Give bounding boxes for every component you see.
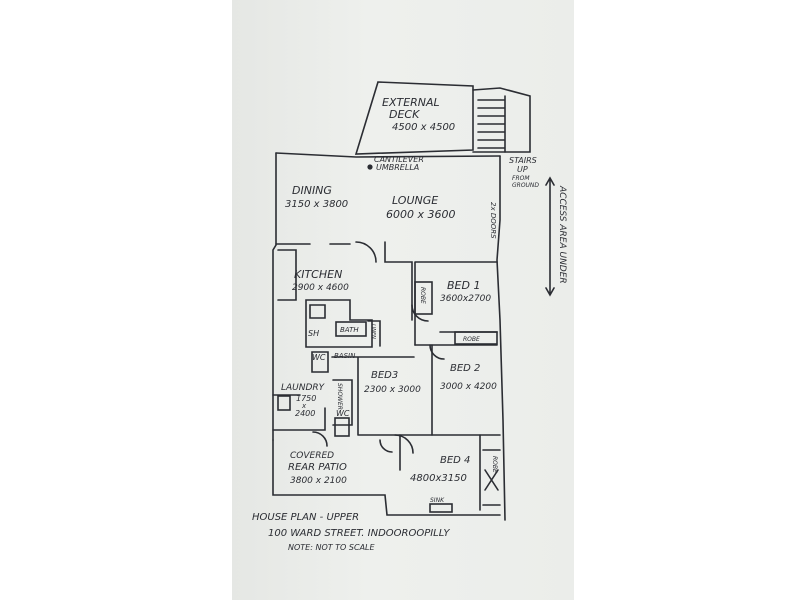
linen-cupboard xyxy=(367,320,381,347)
sink-label: SINK xyxy=(430,497,445,504)
deck-name: EXTERNAL xyxy=(382,96,440,109)
plan-note: NOTE: NOT TO SCALE xyxy=(288,543,375,552)
stairs-label: STAIRS xyxy=(509,156,537,165)
linen-label: LINEN xyxy=(370,324,376,339)
wc-pan xyxy=(334,417,350,437)
deck-dims: 4500 x 4500 xyxy=(392,122,455,133)
basin-label: BASIN xyxy=(334,352,356,360)
stairs-ground-label: GROUND xyxy=(512,182,539,189)
access-label: ACCESS AREA UNDER xyxy=(557,185,567,284)
bed2-dims: 3000 x 4200 xyxy=(440,382,497,392)
bed1-dims: 3600x2700 xyxy=(440,294,491,304)
kitchen-dims: 2900 x 4600 xyxy=(292,283,349,293)
lounge-name: LOUNGE xyxy=(392,194,438,207)
patio-name-line2: REAR PATIO xyxy=(288,462,347,473)
door-swings xyxy=(312,241,445,454)
dining-dims: 3150 x 3800 xyxy=(285,199,348,210)
bed4-name: BED 4 xyxy=(440,455,470,466)
bed1-robe xyxy=(414,281,433,315)
access-arrow xyxy=(545,176,555,297)
stairs-from-label: FROM xyxy=(512,175,530,182)
bed1-name: BED 1 xyxy=(447,279,480,292)
stairs-outline xyxy=(472,87,531,153)
hall-wall xyxy=(384,241,413,321)
bath-label: BATH xyxy=(340,326,359,334)
laundry-dims1: 1750 xyxy=(296,394,316,403)
shower-vert-label: SHOWER xyxy=(336,383,343,410)
wc-upper-label: WC xyxy=(312,353,326,362)
laundry-dims2: 2400 xyxy=(295,409,315,418)
stairs-up-label: UP xyxy=(517,165,528,174)
stairs-treads xyxy=(477,95,506,153)
bath-block xyxy=(305,299,373,348)
deck-outline xyxy=(354,81,474,155)
outer-wall-right xyxy=(496,155,506,521)
bed3-walls xyxy=(331,356,433,436)
laundry-dims-x: x xyxy=(301,402,307,410)
bed3-name: BED3 xyxy=(371,370,398,381)
bed4-walls xyxy=(399,434,481,511)
laundry-name: LAUNDRY xyxy=(281,383,326,393)
umbrella-label: UMBRELLA xyxy=(376,163,419,172)
deck-name-line2: DECK xyxy=(389,108,420,121)
outer-wall-top xyxy=(275,152,501,158)
bed4-dims: 4800x3150 xyxy=(410,473,467,484)
kitchen-name: KITCHEN xyxy=(294,268,342,281)
bed2-name: BED 2 xyxy=(450,363,480,374)
umbrella-marker xyxy=(367,164,373,170)
outer-wall-bottom xyxy=(272,439,501,516)
cantilever-label: CANTILEVER xyxy=(374,155,424,164)
bed2-walls xyxy=(431,344,501,436)
wc-lower-label: WC xyxy=(336,409,350,418)
patio-dims: 3800 x 2100 xyxy=(290,476,347,486)
bath-fixtures xyxy=(309,304,329,373)
bed4-robe xyxy=(482,449,501,506)
shower-wall xyxy=(332,379,353,426)
bed1-bottom xyxy=(414,331,498,346)
bed2-robe xyxy=(454,331,498,345)
bed4-robe-label: ROBE xyxy=(491,456,498,473)
dining-name: DINING xyxy=(292,184,332,197)
sink-unit xyxy=(429,503,453,513)
bath-tub xyxy=(335,321,367,337)
patio-name: COVERED xyxy=(290,451,334,461)
plan-address: 100 WARD STREET. INDOOROOPILLY xyxy=(268,528,450,539)
lounge-dims: 6000 x 3600 xyxy=(386,208,456,221)
doors-label: 2x DOORS xyxy=(489,202,497,239)
kitchen-bench xyxy=(277,249,297,301)
bed3-dims: 2300 x 3000 xyxy=(364,385,421,395)
plan-title: HOUSE PLAN - UPPER xyxy=(252,512,359,523)
laundry-tub xyxy=(277,395,291,411)
shower-label: SH xyxy=(308,329,319,338)
laundry-walls xyxy=(272,394,326,431)
bed2-robe-label: ROBE xyxy=(463,336,480,343)
bed1-robe-label: ROBE xyxy=(419,287,426,304)
outer-wall-left xyxy=(272,152,277,441)
